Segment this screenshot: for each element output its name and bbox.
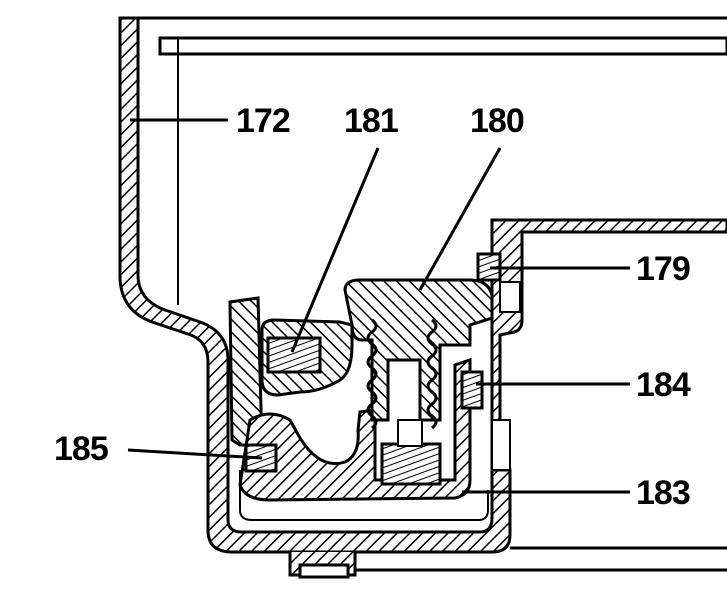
leader-lines	[127, 118, 630, 494]
label-185: 185	[54, 430, 109, 468]
seal-179-block	[499, 281, 521, 313]
label-172: 172	[236, 102, 291, 140]
spring-right	[426, 318, 438, 430]
center-stem	[397, 419, 423, 447]
right-slot	[491, 419, 511, 471]
seal-181	[266, 336, 322, 374]
leader-185	[127, 448, 263, 460]
drain-cap	[298, 563, 350, 579]
leader-181	[290, 147, 380, 353]
right-upper-housing	[490, 218, 727, 472]
cup-body	[238, 357, 472, 502]
label-183: 183	[636, 474, 691, 512]
leader-180	[418, 147, 502, 291]
label-180: 180	[470, 102, 525, 140]
inner-bottom-liner	[239, 470, 489, 521]
spring-left	[366, 318, 378, 430]
top-rail	[158, 36, 727, 56]
label-181: 181	[344, 102, 399, 140]
diaphragm-cap	[343, 278, 494, 422]
label-184: 184	[636, 366, 691, 404]
seal-184	[460, 370, 484, 410]
threaded-insert	[380, 442, 442, 486]
label-179: 179	[636, 250, 691, 288]
